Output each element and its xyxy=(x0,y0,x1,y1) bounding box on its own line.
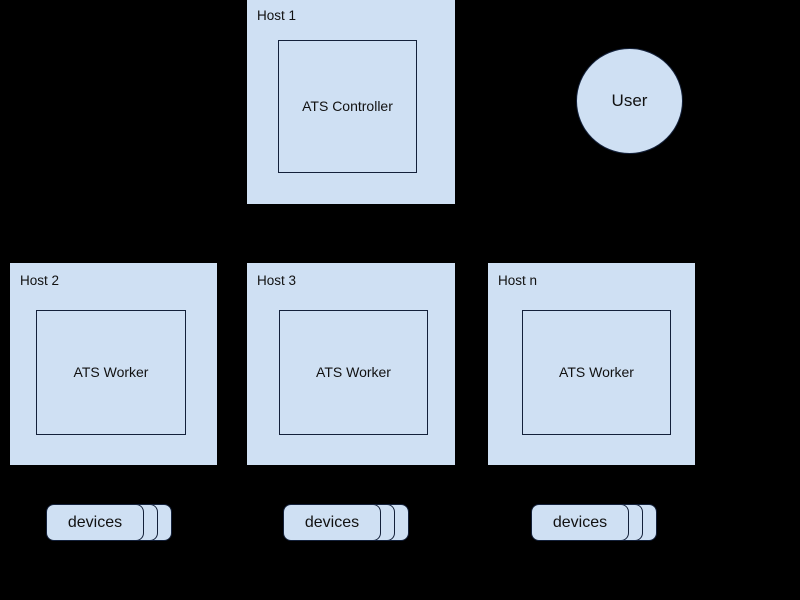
component-box-ats-worker-host-n[interactable]: ATS Worker xyxy=(522,310,671,435)
devices-sheet-front[interactable]: devices xyxy=(283,504,381,541)
user-circle[interactable]: User xyxy=(576,48,683,154)
devices-stack-host-3[interactable]: devices xyxy=(283,504,409,541)
component-box-ats-controller[interactable]: ATS Controller xyxy=(278,40,417,173)
component-label-ats-worker-host-2: ATS Worker xyxy=(73,364,149,380)
host-label-host-2: Host 2 xyxy=(20,273,60,288)
devices-label-host-n: devices xyxy=(552,514,608,531)
host-label-host-1: Host 1 xyxy=(257,8,297,23)
user-label: User xyxy=(611,91,648,110)
component-label-ats-worker-host-n: ATS Worker xyxy=(559,364,634,380)
host-label-host-3: Host 3 xyxy=(257,273,297,288)
devices-stack-host-n[interactable]: devices xyxy=(531,504,657,541)
devices-stack-host-2[interactable]: devices xyxy=(46,504,172,541)
component-label-ats-worker-host-3: ATS Worker xyxy=(316,364,391,380)
devices-sheet-front[interactable]: devices xyxy=(531,504,629,541)
component-box-ats-worker-host-2[interactable]: ATS Worker xyxy=(36,310,186,435)
host-label-host-n: Host n xyxy=(498,273,538,288)
component-label-ats-controller: ATS Controller xyxy=(302,98,393,114)
devices-label-host-3: devices xyxy=(304,514,360,531)
devices-label-host-2: devices xyxy=(67,514,123,531)
devices-sheet-front[interactable]: devices xyxy=(46,504,144,541)
component-box-ats-worker-host-3[interactable]: ATS Worker xyxy=(279,310,428,435)
